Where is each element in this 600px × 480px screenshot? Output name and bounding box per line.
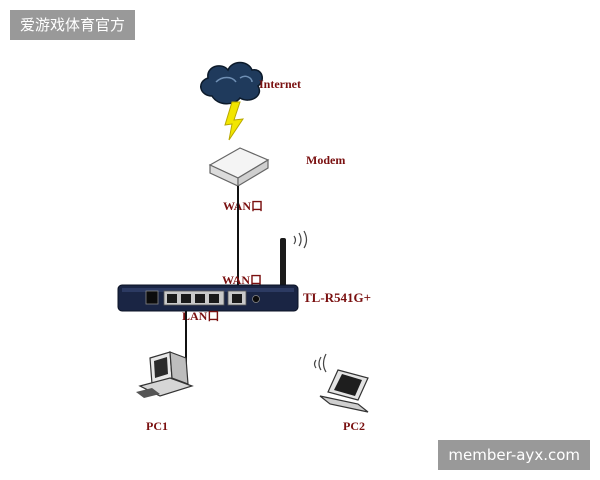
pc2-label: PC2 [343,419,365,433]
wireless-signal-icon [313,353,327,373]
laptop-icon [319,369,369,413]
watermark-top: 爱游戏体育官方 [10,10,136,40]
modem-icon [208,147,270,188]
router-icon [117,284,299,312]
pc1-label: PC1 [146,419,168,433]
watermark-bottom: member-ayx.com [438,440,590,470]
desktop-pc-icon [136,351,194,398]
modem-label: Modem [306,153,345,167]
lightning-icon [224,101,245,141]
cloud-icon [200,61,263,105]
modem-wan-label: WAN口 [223,199,263,213]
router-wan-label: WAN口 [222,273,262,287]
internet-label: Internet [259,77,301,91]
antenna-icon [280,238,286,290]
wireless-signal-icon [293,230,308,249]
router-model-label: TL-R541G+ [303,290,371,305]
router-lan-label: LAN口 [182,309,219,323]
